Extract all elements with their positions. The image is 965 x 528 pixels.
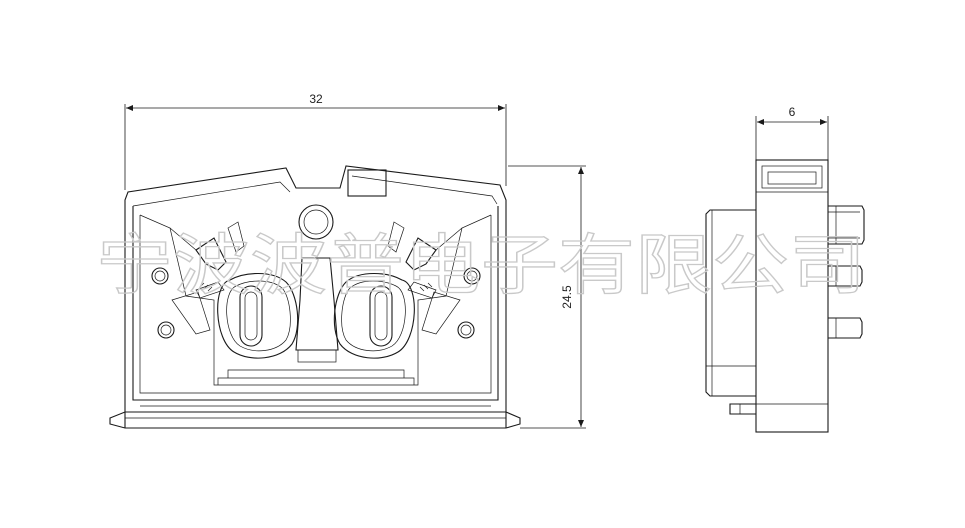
- side-view: [705, 159, 865, 433]
- dimension-width: 32: [124, 92, 507, 190]
- dimension-width-label: 32: [309, 92, 323, 106]
- watermark-text: 宁波波普电子有限公司: [96, 227, 866, 304]
- dimension-depth-label: 6: [789, 105, 796, 119]
- dimension-height-label: 24.5: [560, 285, 574, 309]
- dimension-height: 24.5: [508, 165, 586, 429]
- dimension-depth: 6: [755, 105, 829, 160]
- front-view: [109, 165, 521, 429]
